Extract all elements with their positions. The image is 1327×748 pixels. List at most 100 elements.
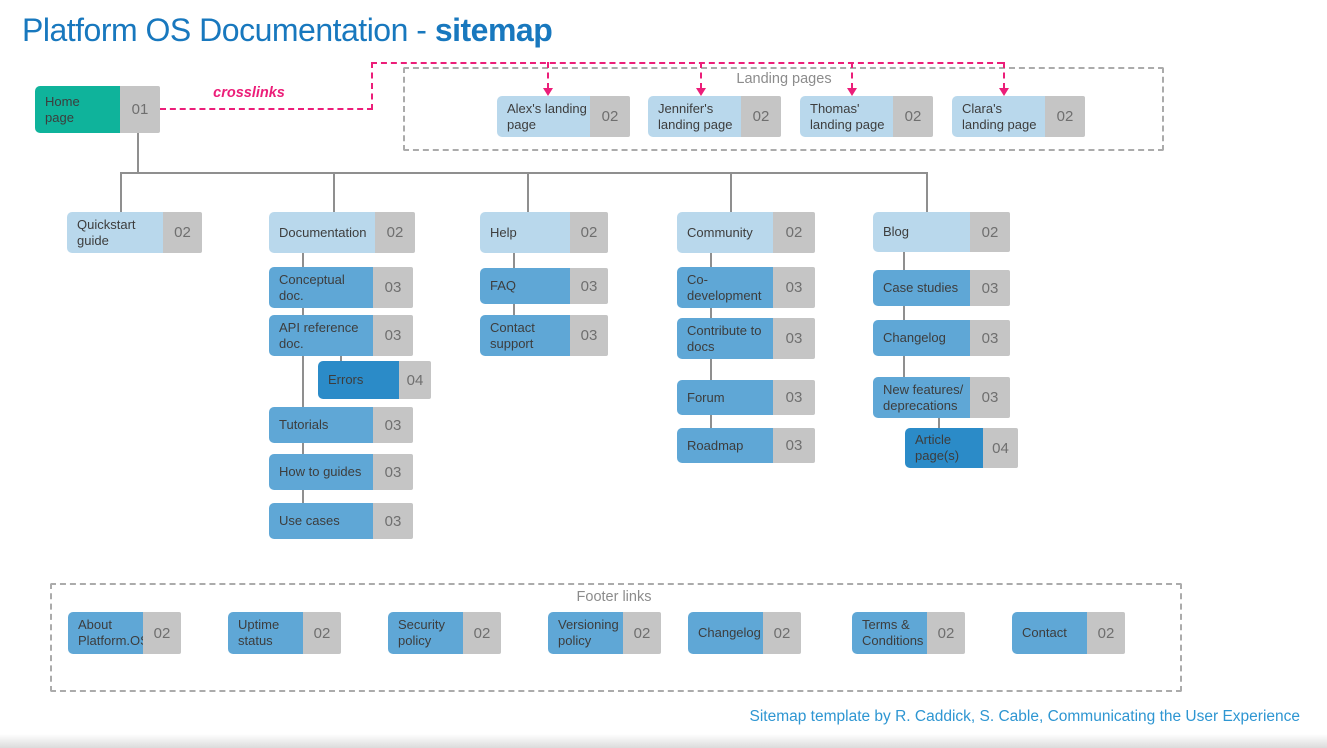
node-number-tab: 03: [373, 267, 413, 308]
sitemap-node-case-studies: Case studies 03: [873, 270, 1010, 306]
node-fill: Changelog: [688, 612, 763, 654]
crosslink-line: [547, 62, 549, 89]
connector-line: [730, 172, 732, 212]
node-number: 03: [785, 437, 803, 454]
node-number: 03: [785, 279, 803, 296]
connector-line: [120, 172, 122, 212]
group-label-footer: Footer links: [576, 589, 652, 605]
node-label: Contribute to docs: [687, 322, 762, 354]
node-number: 02: [153, 624, 171, 642]
node-number-tab: 02: [1045, 96, 1085, 137]
bottom-shade: [0, 734, 1327, 748]
node-fill: API reference doc.: [269, 315, 373, 356]
connector-line: [926, 172, 928, 212]
node-number-tab: 02: [970, 212, 1010, 252]
sitemap-node-landing-jennifer: Jennifer's landing page 02: [648, 96, 781, 137]
node-number-tab: 03: [970, 377, 1010, 418]
node-number: 02: [313, 624, 331, 642]
crosslink-arrowhead-icon: [847, 88, 857, 96]
node-label: Conceptual doc.: [279, 271, 345, 303]
connector-line: [710, 308, 712, 318]
node-number-tab: 02: [741, 96, 781, 137]
node-number-tab: 04: [983, 428, 1018, 468]
node-fill: Use cases: [269, 503, 373, 539]
node-number-tab: 03: [570, 315, 608, 356]
sitemap-node-footer-uptime-status: Uptime status 02: [228, 612, 341, 654]
node-label: Jennifer's landing page: [658, 100, 733, 132]
node-number-tab: 02: [927, 612, 965, 654]
sitemap-node-api-reference-doc: API reference doc.03: [269, 315, 413, 356]
sitemap-node-changelog-blog: Changelog 03: [873, 320, 1010, 356]
node-number-tab: 01: [120, 86, 160, 133]
node-label: Use cases: [279, 513, 340, 529]
node-label: Terms & Conditions: [862, 617, 924, 648]
node-number-tab: 03: [373, 315, 413, 356]
node-fill: Jennifer's landing page: [648, 96, 741, 137]
sitemap-node-faq: FAQ 03: [480, 268, 608, 304]
node-number: 02: [580, 224, 598, 241]
node-number: 03: [981, 279, 999, 297]
node-label: Roadmap: [687, 437, 744, 453]
crosslink-line: [371, 62, 373, 110]
node-number: 02: [937, 624, 955, 642]
node-fill: Documentation: [269, 212, 375, 253]
node-number-tab: 02: [143, 612, 181, 654]
crosslink-line: [371, 62, 1003, 64]
node-fill: Blog: [873, 212, 970, 252]
node-number-tab: 03: [970, 320, 1010, 356]
node-number-tab: 03: [570, 268, 608, 304]
node-fill: Versioning policy: [548, 612, 623, 654]
sitemap-node-conceptual-doc: Conceptual doc. 03: [269, 267, 413, 308]
node-number-tab: 02: [570, 212, 608, 253]
node-label: Thomas' landing page: [810, 100, 885, 132]
node-label: Changelog: [698, 625, 761, 641]
connector-line: [137, 133, 139, 172]
node-fill: Terms & Conditions: [852, 612, 927, 654]
group-box-footer: [50, 583, 1182, 692]
node-label: Case studies: [883, 280, 959, 296]
connector-line: [302, 356, 304, 407]
node-fill: Uptime status: [228, 612, 303, 654]
node-label: Contact support: [490, 319, 535, 351]
node-number: 02: [174, 224, 191, 241]
node-fill: About Platform.OS: [68, 612, 149, 654]
node-number: 02: [386, 224, 404, 241]
node-label: Changelog: [883, 330, 946, 346]
crosslink-arrowhead-icon: [696, 88, 706, 96]
node-number-tab: 02: [463, 612, 501, 654]
node-fill: Tutorials: [269, 407, 373, 443]
node-label: About Platform.OS: [78, 617, 149, 648]
node-label: FAQ: [490, 278, 517, 294]
node-fill: Home page: [35, 86, 120, 133]
node-number: 04: [992, 439, 1009, 457]
node-fill: Contact: [1012, 612, 1087, 654]
node-number-tab: 03: [773, 380, 815, 415]
node-label: Alex's landing page: [507, 100, 587, 132]
node-number: 02: [633, 624, 651, 642]
node-number-tab: 03: [373, 454, 413, 490]
page-title-regular: Platform OS Documentation -: [22, 12, 435, 48]
node-label: Blog: [883, 224, 910, 240]
node-fill: Security policy: [388, 612, 463, 654]
crosslink-arrowhead-icon: [543, 88, 553, 96]
connector-line: [302, 490, 304, 503]
node-number: 02: [785, 224, 803, 241]
node-fill: Clara's landing page: [952, 96, 1045, 137]
node-number-tab: 02: [623, 612, 661, 654]
node-number: 03: [384, 463, 402, 481]
node-number-tab: 03: [773, 428, 815, 463]
node-number: 02: [752, 108, 770, 125]
group-box-landing: [403, 67, 1164, 151]
crosslink-line: [160, 108, 373, 110]
